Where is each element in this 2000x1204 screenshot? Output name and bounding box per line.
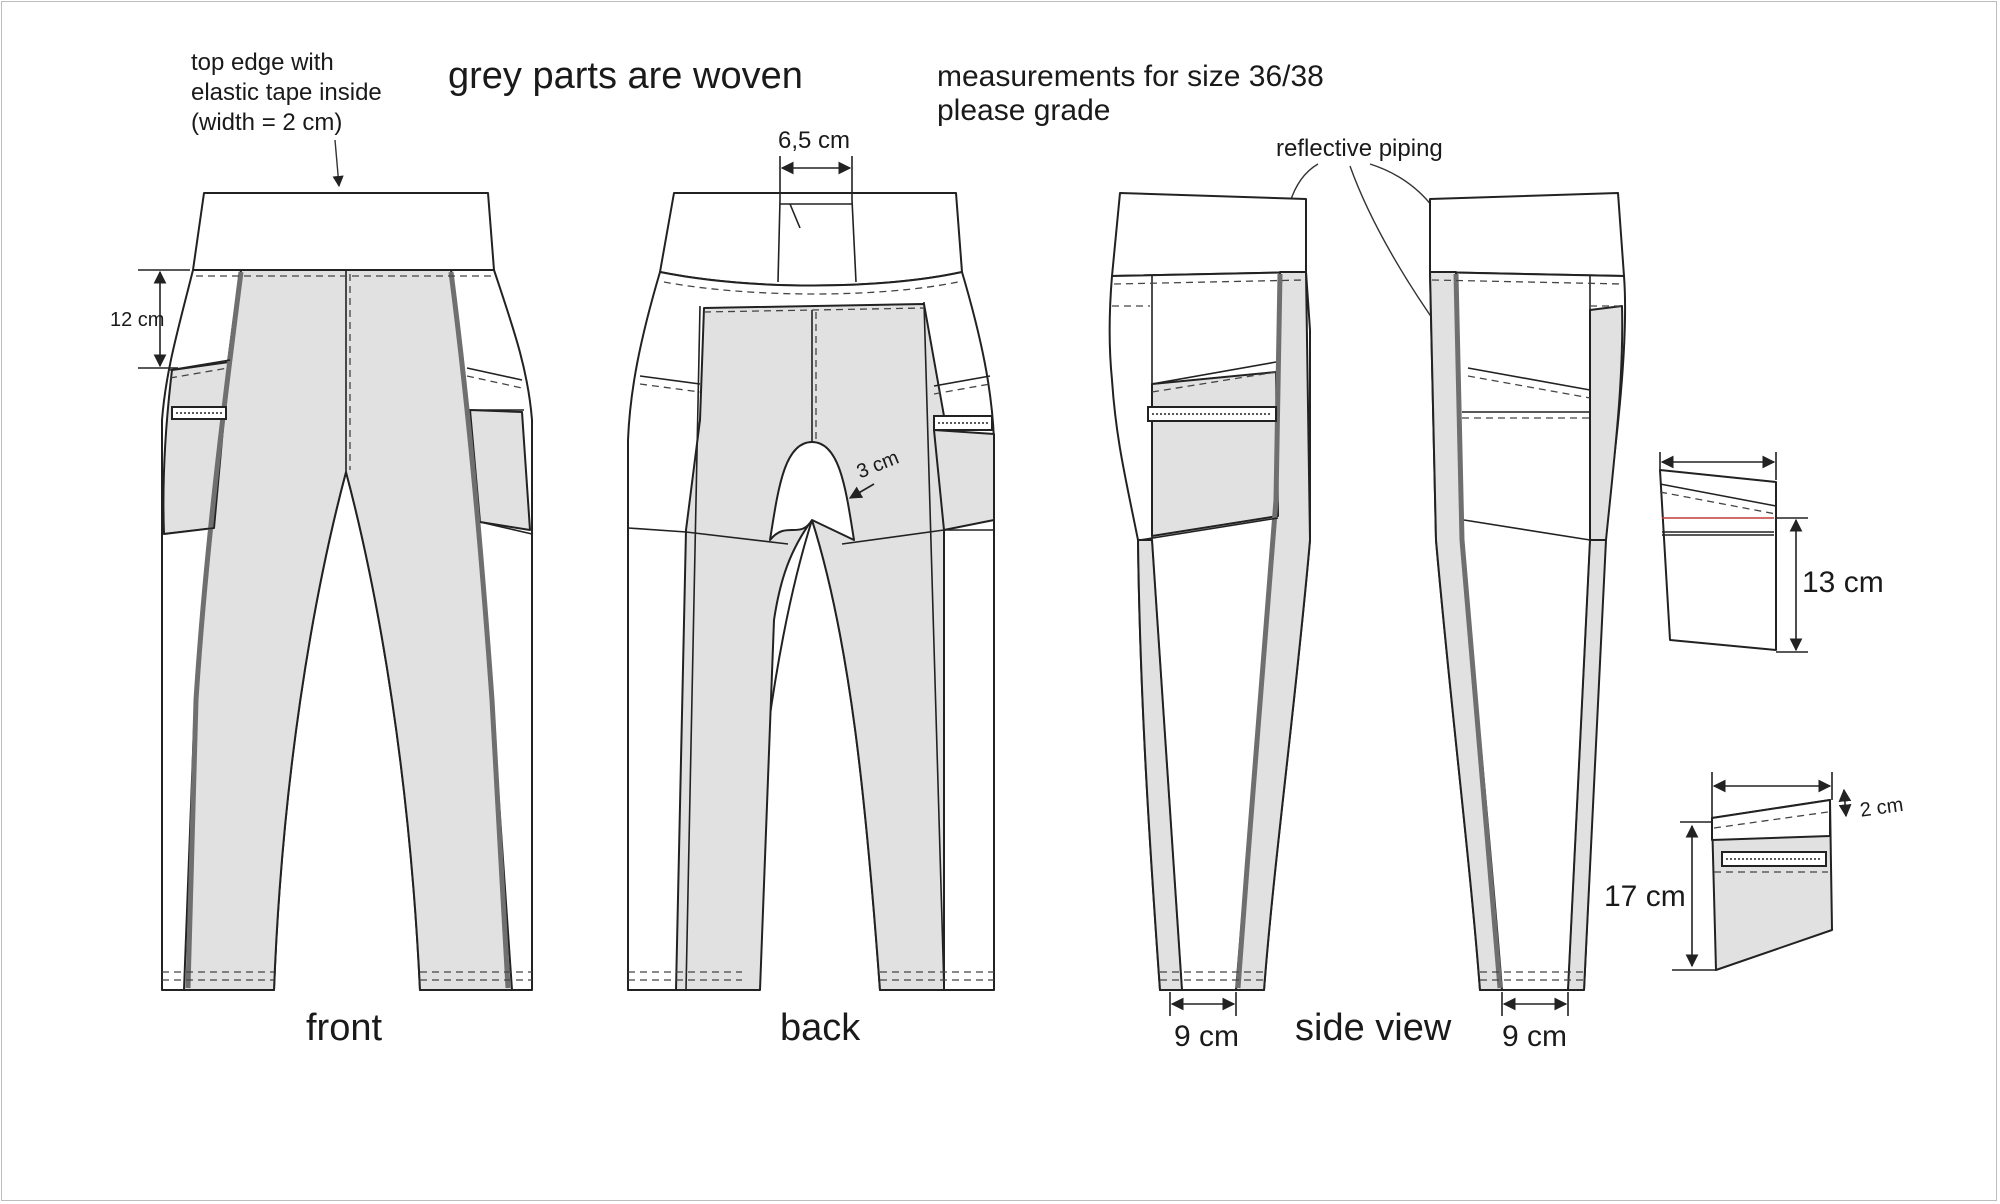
front-right-pocket-stitch (466, 375, 523, 389)
side-left-waist-stitch (1113, 279, 1305, 285)
side-right-front-seam-lower (1567, 539, 1591, 991)
back-left-knee-seam (627, 527, 687, 533)
pocket-detail-upper: 13 cm (1659, 452, 1884, 653)
waistband-note-line1: top edge with (191, 49, 334, 76)
side-view-label: side view (1295, 1007, 1452, 1049)
side-view-left: 9 cm (1108, 192, 1311, 1053)
pocket-lower-flap-dimension: 2 cm (1859, 794, 1905, 822)
front-left-piping (185, 271, 244, 989)
front-pocket-zipper (171, 406, 227, 420)
side-left-woven-pocket (1151, 371, 1279, 537)
side-right-woven-pocket (1589, 305, 1624, 541)
side-left-piping (1235, 273, 1283, 989)
pocket-upper-top-stitch (1659, 491, 1777, 515)
back-waistband (659, 192, 963, 287)
pocket-lower-flap (1711, 799, 1831, 841)
front-left-knee-seam (161, 527, 215, 535)
side-left-knee-seam (1139, 517, 1279, 541)
side-right-pocket-stitch (1467, 375, 1591, 399)
pocket-lower-height-dimension: 17 cm (1604, 880, 1686, 913)
reflective-piping-label: reflective piping (1276, 135, 1443, 162)
back-yoke-right (933, 375, 991, 387)
hem-left-dimension: 9 cm (1174, 1020, 1239, 1053)
side-right-pocket-top (1467, 367, 1591, 391)
pocket-upper-height-dimension: 13 cm (1802, 566, 1884, 599)
pocket-upper-shape (1659, 469, 1777, 651)
side-left-waistband (1111, 192, 1307, 277)
front-right-knee-seam (479, 521, 533, 535)
back-right-knee-seam (841, 529, 945, 545)
side-right-piping (1453, 273, 1503, 989)
front-view-label: front (306, 1007, 382, 1049)
side-left-back-seam-lower (1151, 539, 1183, 991)
measurement-note: measurements for size 36/38 please grade (937, 60, 1324, 127)
front-view: 12 cm (110, 192, 533, 991)
back-waist-pocket-pull (789, 203, 801, 229)
back-waist-pocket-left (777, 199, 781, 283)
measurement-note-line1: measurements for size 36/38 (937, 60, 1324, 93)
pocket-lower-flap-line (1838, 788, 1852, 818)
back-waist-stitch (663, 281, 959, 295)
front-left-pocket-stitch (169, 367, 229, 379)
front-right-pocket-line (466, 367, 523, 381)
back-left-side-seam (685, 305, 701, 991)
side-left-pocket-stitch (1151, 371, 1277, 393)
title: grey parts are woven (448, 55, 803, 97)
back-left-knee-seam2 (685, 531, 789, 545)
back-waist-pocket-right (851, 199, 857, 283)
side-right-waistband (1429, 192, 1625, 277)
waistband-note: top edge with elastic tape inside (width… (191, 49, 382, 188)
back-yoke-right-stitch (933, 383, 991, 395)
pocket-upper-top-line (1659, 483, 1777, 507)
side-right-waist-stitch (1431, 279, 1623, 285)
side-left-pocket-top (1151, 361, 1277, 385)
hem-right-dimension: 9 cm (1502, 1020, 1567, 1053)
side-left-woven-lower (1137, 539, 1183, 991)
side-right-woven-lower (1567, 539, 1607, 991)
back-waist-dimension: 6,5 cm (778, 127, 850, 154)
crotch-gusset-dimension-line (848, 483, 875, 499)
front-yoke-dimension: 12 cm (110, 309, 164, 331)
pocket-detail-lower: 2 cm 17 cm (1604, 772, 1905, 971)
waistband-note-line3: (width = 2 cm) (191, 109, 342, 136)
side-right-knee-seam (1463, 519, 1591, 541)
back-right-side-seam (923, 301, 945, 991)
back-crotch-gusset (769, 441, 855, 541)
waistband-note-leader (332, 139, 344, 188)
waistband-note-line2: elastic tape inside (191, 79, 382, 106)
front-waistband (192, 192, 495, 271)
side-view-right: 9 cm (1429, 192, 1627, 1053)
back-view: 6,5 cm 3 cm (627, 127, 995, 991)
back-yoke-stitch (703, 307, 925, 313)
back-yoke-left (639, 375, 701, 385)
back-view-label: back (780, 1007, 861, 1049)
measurement-note-line2: please grade (937, 94, 1110, 127)
back-woven-panel (675, 303, 945, 991)
back-side-right-patch (933, 429, 995, 531)
front-right-piping (448, 271, 511, 989)
back-yoke-left-stitch (639, 383, 701, 393)
front-left-pocket-line (169, 359, 231, 371)
